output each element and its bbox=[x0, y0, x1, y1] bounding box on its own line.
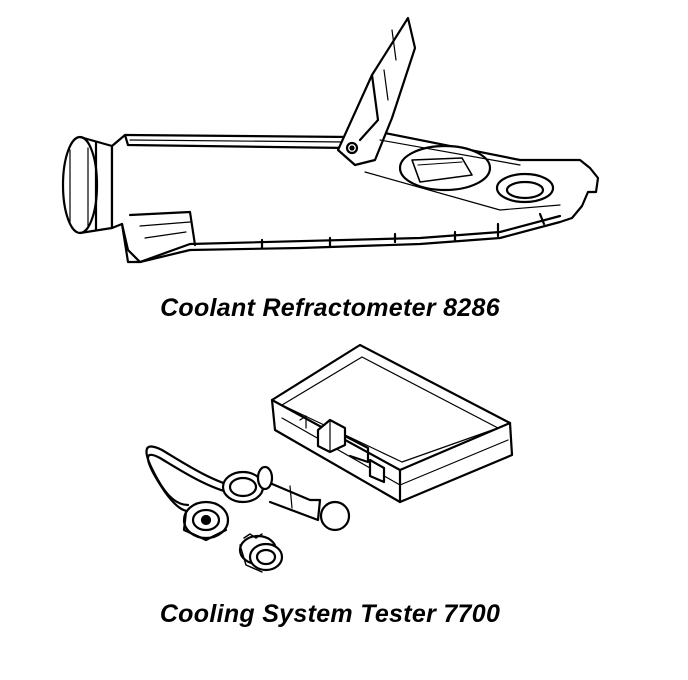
cooling-tester-caption: Cooling System Tester 7700 bbox=[159, 600, 501, 628]
cooling-tester-illustration bbox=[0, 335, 688, 595]
refractometer-caption: Coolant Refractometer 8286 bbox=[160, 294, 500, 322]
refractometer-icon bbox=[0, 0, 688, 290]
refractometer-illustration bbox=[0, 0, 688, 290]
cooling-system-tester-icon bbox=[0, 335, 688, 595]
